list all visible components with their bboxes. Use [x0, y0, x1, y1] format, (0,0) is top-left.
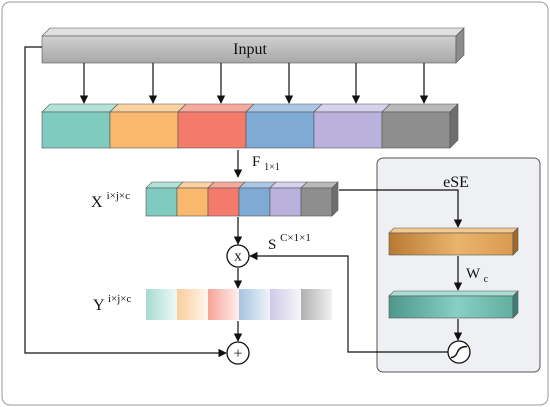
- channel-bar-segment-1-top: [41, 103, 119, 113]
- x-label-sup: i×j×c: [107, 190, 131, 202]
- channel-bar-segment-2-top: [109, 103, 187, 113]
- ese-fc-bar-top: [388, 290, 519, 297]
- channel-bar-segment-4: [245, 111, 315, 149]
- input-label: Input: [233, 41, 267, 58]
- y-feature-bar-segment-1: [146, 289, 177, 320]
- add-symbol: +: [233, 346, 242, 363]
- x-label-base: X: [91, 194, 103, 211]
- input-block-front: [41, 35, 457, 64]
- y-label-base: Y: [93, 297, 105, 314]
- input-block: Input: [41, 27, 465, 64]
- y-feature-bar-segment-3: [208, 289, 239, 320]
- ese-title: eSE: [443, 174, 469, 191]
- channel-bar-segment-6: [381, 111, 451, 149]
- x-feature-bar-segment-6: [300, 187, 333, 217]
- x-feature-bar-segment-5-top: [269, 181, 308, 189]
- w-label-base: W: [466, 266, 481, 282]
- arrow-x-to-ese: [339, 189, 463, 228]
- channel-bar-segment-6-top: [381, 103, 459, 113]
- sigmoid-curve: [450, 345, 468, 359]
- conv-label-sub: 1×1: [264, 162, 280, 173]
- x-feature-bar-segment-4: [238, 187, 271, 217]
- multiply-symbol: x: [234, 249, 242, 265]
- conv-label: F 1×1: [252, 154, 280, 173]
- y-feature-bar: [146, 289, 332, 320]
- channel-bar-segment-3: [177, 111, 247, 149]
- conv-label-base: F: [252, 154, 260, 170]
- x-feature-bar-segment-2-top: [176, 181, 215, 189]
- ese-pooled-bar-front: [388, 232, 514, 256]
- s-label-base: S: [268, 237, 276, 253]
- channel-bar-segment-1: [41, 111, 111, 149]
- channel-bar-segment-4-top: [245, 103, 323, 113]
- x-feature-bar-segment-6-top: [300, 181, 339, 189]
- x-feature-bar-segment-5: [269, 187, 302, 217]
- x-feature-bar: [145, 181, 339, 217]
- x-feature-bar-segment-2: [176, 187, 209, 217]
- add-node: [226, 341, 250, 365]
- x-feature-bar-segment-3-top: [207, 181, 246, 189]
- arrow-attention-to-multiply: [249, 251, 448, 353]
- channel-bar-side: [449, 103, 459, 149]
- y-label-sup: i×j×c: [108, 293, 132, 305]
- ese-fc-bar-side: [512, 290, 519, 319]
- x-feature-bar-side: [331, 181, 339, 217]
- y-feature-bar-segment-6: [301, 289, 332, 320]
- w-label-sub: c: [484, 274, 489, 285]
- x-feature-bar-segment-4-top: [238, 181, 277, 189]
- input-block-top: [41, 27, 465, 37]
- ese-fc-bar-front: [388, 295, 514, 319]
- y-feature-bar-segment-5: [270, 289, 301, 320]
- channel-bar: [41, 103, 459, 149]
- channel-bar-segment-5-top: [313, 103, 391, 113]
- multiply-icon: x: [226, 244, 250, 268]
- ese-pooled-bar-side: [512, 227, 519, 256]
- y-feature-bar-segment-4: [239, 289, 270, 320]
- x-feature-bar-segment-3: [207, 187, 240, 217]
- x-feature-bar-segment-1-top: [145, 181, 184, 189]
- input-arrows: [79, 63, 429, 104]
- channel-bar-segment-2: [109, 111, 179, 149]
- x-feature-bar-segment-1: [145, 187, 178, 217]
- multiply-node: [226, 244, 250, 268]
- channel-bar-segment-3-top: [177, 103, 255, 113]
- channel-bar-segment-5: [313, 111, 383, 149]
- sigmoid-icon: [447, 340, 471, 364]
- plus-icon: +: [226, 341, 250, 365]
- s-label-sup: C×1×1: [280, 232, 311, 244]
- input-block-side: [455, 27, 465, 64]
- x-label: X i×j×c: [91, 190, 130, 211]
- s-label: S C×1×1: [268, 232, 311, 253]
- ese-pooled-bar-top: [388, 227, 519, 234]
- skip-connection: [24, 46, 227, 358]
- ese-pooled-bar: [388, 227, 519, 256]
- sigmoid-node: [447, 340, 471, 364]
- y-feature-bar-segment-2: [177, 289, 208, 320]
- y-label: Y i×j×c: [93, 293, 131, 314]
- w-label: W c: [466, 266, 489, 285]
- ese-fc-bar: [388, 290, 519, 319]
